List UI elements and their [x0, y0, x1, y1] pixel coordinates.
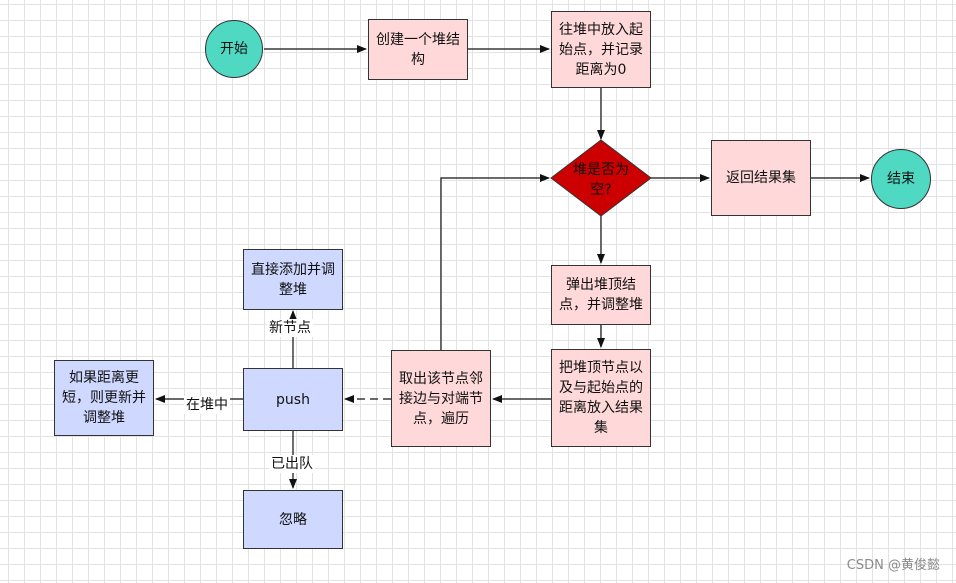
end-node: 结束	[871, 149, 931, 209]
pop-top-node: 弹出堆顶结点，并调整堆	[551, 265, 651, 325]
heap-empty-label: 堆是否为空?	[573, 162, 629, 198]
add-adjust-node: 直接添加并调整堆	[243, 249, 343, 310]
edge-traverse-loop-decision	[440, 174, 550, 350]
push-start-node: 往堆中放入起始点，并记录距离为0	[551, 11, 651, 88]
push-node: push	[243, 368, 343, 431]
traverse-node: 取出该节点邻接边与对端节点，遍历	[391, 350, 491, 447]
start-node: 开始	[205, 20, 263, 78]
add-result-node: 把堆顶节点以及与起始点的距离放入结果集	[551, 349, 651, 447]
edge-label-new-node: 新节点	[267, 319, 313, 337]
update-adjust-node: 如果距离更短，则更新并调整堆	[54, 360, 154, 436]
edge-label-dequeued: 已出队	[269, 455, 315, 473]
ignore-node: 忽略	[243, 490, 343, 549]
return-result-node: 返回结果集	[711, 140, 811, 216]
csdn-watermark: CSDN @黄俊懿	[846, 558, 940, 573]
edge-label-in-heap: 在堆中	[184, 396, 230, 414]
create-heap-node: 创建一个堆结构	[368, 19, 468, 80]
